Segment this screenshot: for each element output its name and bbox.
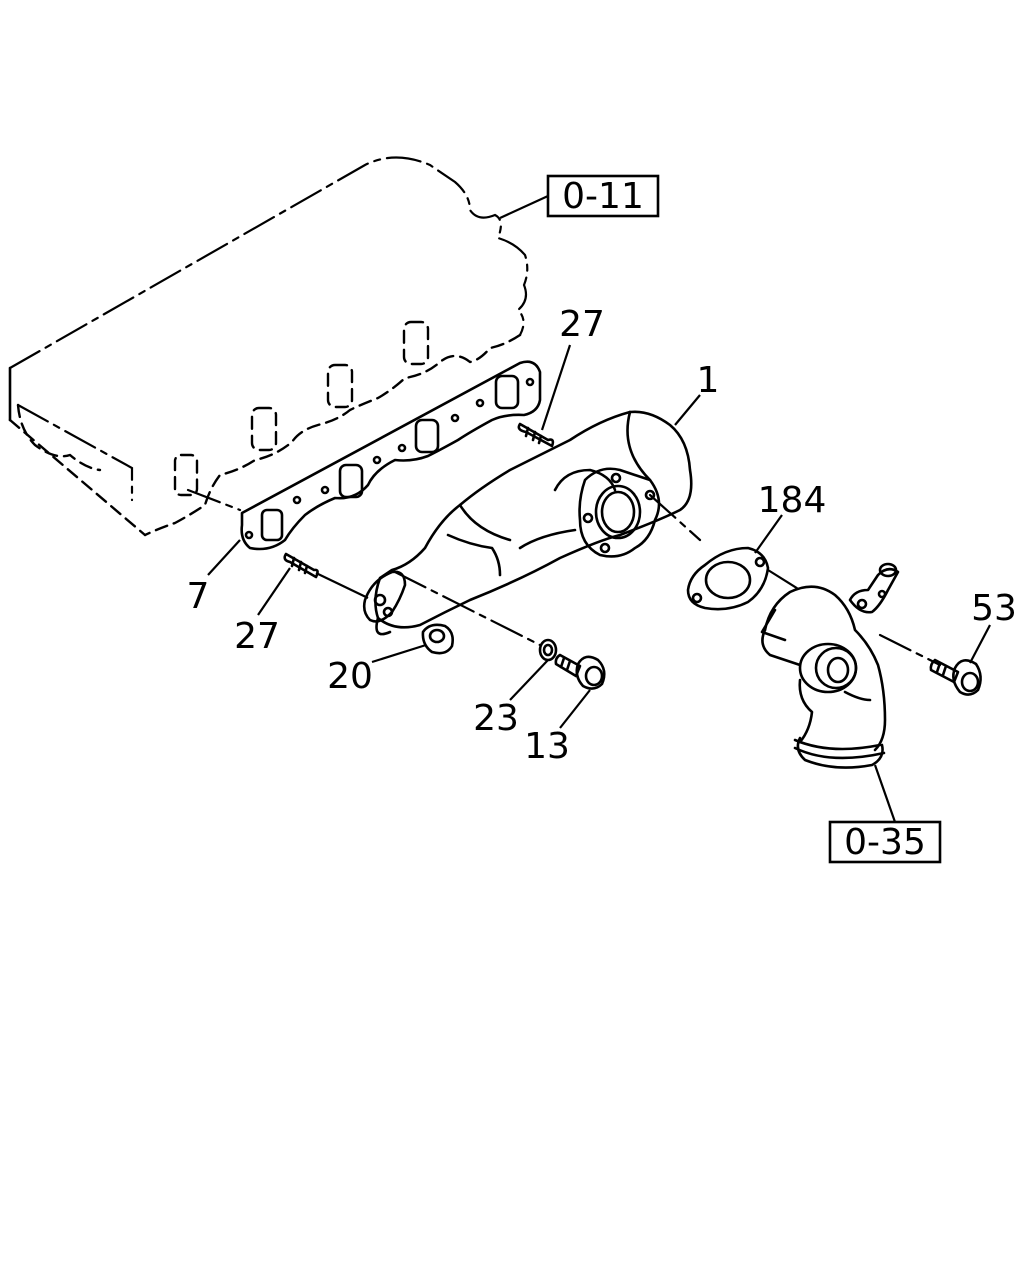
- leader-7: [207, 539, 241, 576]
- leader-0-11: [499, 195, 549, 219]
- assembly-line-stud-lower: [315, 572, 369, 599]
- assembly-line-gasket: [766, 568, 802, 592]
- leader-184: [754, 514, 783, 554]
- reference-label-0-11: 0-11: [562, 176, 644, 217]
- leader-13: [559, 689, 591, 729]
- assembly-line-elbow: [878, 633, 942, 667]
- leader-53: [969, 624, 991, 664]
- bolt-13: [554, 653, 606, 690]
- leader-27-upper: [540, 344, 572, 431]
- reference-box-0-11: 0-11: [546, 174, 660, 218]
- leader-0-35: [873, 764, 897, 823]
- callout-184: 184: [758, 480, 827, 521]
- stud-upper: [517, 422, 555, 448]
- assembly-line-flange: [648, 493, 702, 542]
- manifold-gasket: [240, 360, 542, 551]
- callout-27-lower: 27: [234, 616, 280, 657]
- callout-53: 53: [971, 588, 1017, 629]
- leader-1: [674, 394, 701, 426]
- bolt-53: [929, 658, 982, 696]
- callout-27-upper: 27: [559, 304, 605, 345]
- stud-lower: [283, 552, 319, 579]
- exhaust-manifold: [362, 410, 693, 636]
- reference-label-0-35: 0-35: [844, 822, 926, 863]
- outlet-elbow: [760, 562, 900, 769]
- cylinder-head-phantom: [8, 156, 529, 537]
- washer: [538, 638, 558, 662]
- leader-27-lower: [257, 567, 291, 616]
- assembly-line-head: [186, 488, 242, 512]
- assembly-line-foot: [393, 570, 542, 647]
- leader-23: [509, 659, 549, 701]
- callout-7: 7: [187, 576, 210, 617]
- callout-13: 13: [524, 726, 570, 767]
- nut: [421, 623, 454, 655]
- reference-box-0-35: 0-35: [828, 820, 942, 864]
- callout-23: 23: [473, 698, 519, 739]
- flange-gasket: [686, 546, 770, 611]
- leader-20: [371, 643, 427, 664]
- callout-1: 1: [697, 360, 720, 401]
- callout-20: 20: [327, 656, 373, 697]
